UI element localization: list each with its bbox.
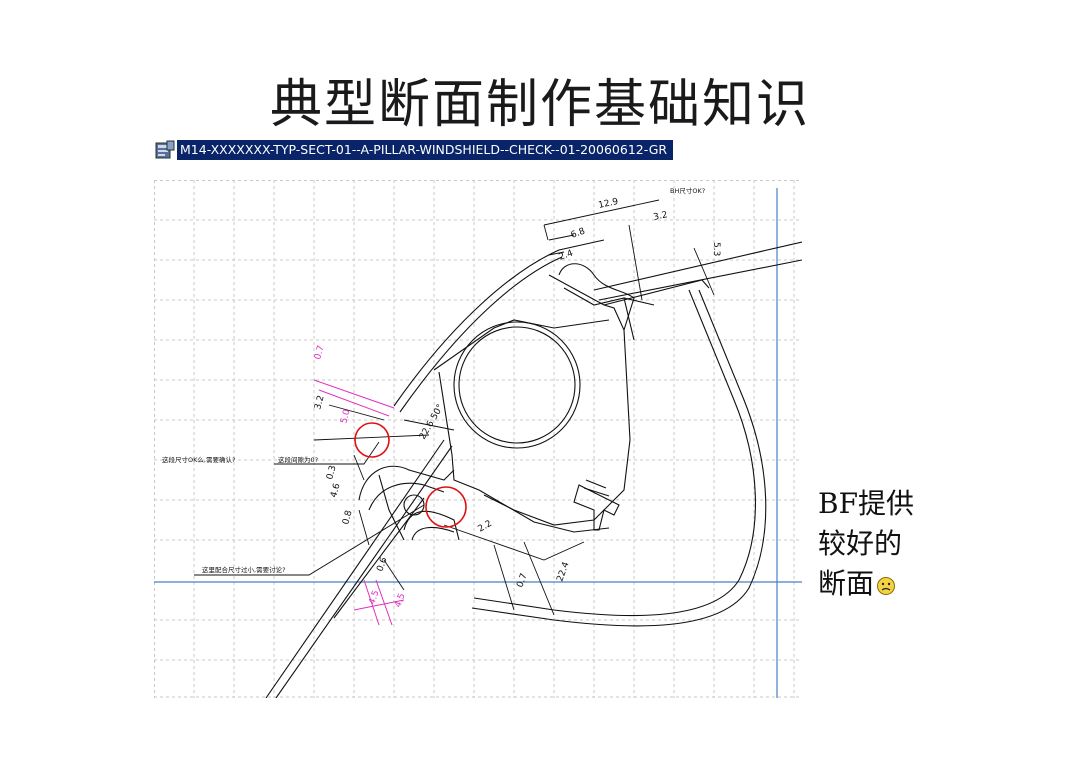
file-name: M14-XXXXXXX-TYP-SECT-01--A-PILLAR-WINDSH… xyxy=(177,140,674,160)
dim-label: 2.4 xyxy=(558,248,575,262)
dim-label: 4.5 xyxy=(393,592,407,609)
dim-label: 12.9 xyxy=(598,197,620,211)
cad-section-svg: 12.9 3.2 6.8 2.4 5.3 0.7 3.2 5.0 22.6 50… xyxy=(154,180,802,698)
dim-label: 3.2 xyxy=(313,394,326,410)
note-bottom-left: 这里配合尺寸过小,需要讨论? xyxy=(202,565,286,574)
side-caption: BF提供 较好的 断面 xyxy=(818,484,914,604)
cad-document-icon xyxy=(155,140,175,159)
page-title: 典型断面制作基础知识 xyxy=(269,75,810,135)
dim-label: 22.4 xyxy=(555,561,571,584)
dim-label: 4.5 xyxy=(367,589,381,606)
dim-label: 5.3 xyxy=(711,242,721,256)
highlight-circle-upper xyxy=(354,422,390,458)
caption-line-3: 断面 xyxy=(818,567,875,600)
file-name-bar: M14-XXXXXXX-TYP-SECT-01--A-PILLAR-WINDSH… xyxy=(155,138,674,162)
dim-label: 0.3 xyxy=(325,464,338,480)
dim-label: 4.6 xyxy=(329,482,342,499)
dim-label: 0.6 xyxy=(375,556,389,573)
caption-line-1: BF提供 xyxy=(818,487,915,520)
highlight-circle-lower xyxy=(425,486,467,528)
note-left-1: 这段尺寸OK么,需要确认? xyxy=(162,455,235,464)
dim-label: 2.2 xyxy=(477,519,494,535)
caption-line-2: 较好的 xyxy=(818,527,903,560)
dim-label: 5.0 xyxy=(339,408,352,425)
pillar-tube xyxy=(453,321,581,449)
dim-label: 6.8 xyxy=(570,226,587,240)
dim-label: 0.7 xyxy=(515,572,529,589)
note-top-right: BH尺寸OK? xyxy=(670,186,705,195)
dim-label: 0.8 xyxy=(341,509,354,526)
dim-label: 3.2 xyxy=(653,210,669,223)
section-drawing: 12.9 3.2 6.8 2.4 5.3 0.7 3.2 5.0 22.6 50… xyxy=(154,180,802,698)
sad-face-icon xyxy=(877,577,896,595)
note-left-2: 这段间隙为0? xyxy=(278,455,318,464)
drawing-grid xyxy=(154,180,802,698)
dim-label: 0.7 xyxy=(313,344,326,360)
dim-label: 22.6 50° xyxy=(418,403,446,442)
